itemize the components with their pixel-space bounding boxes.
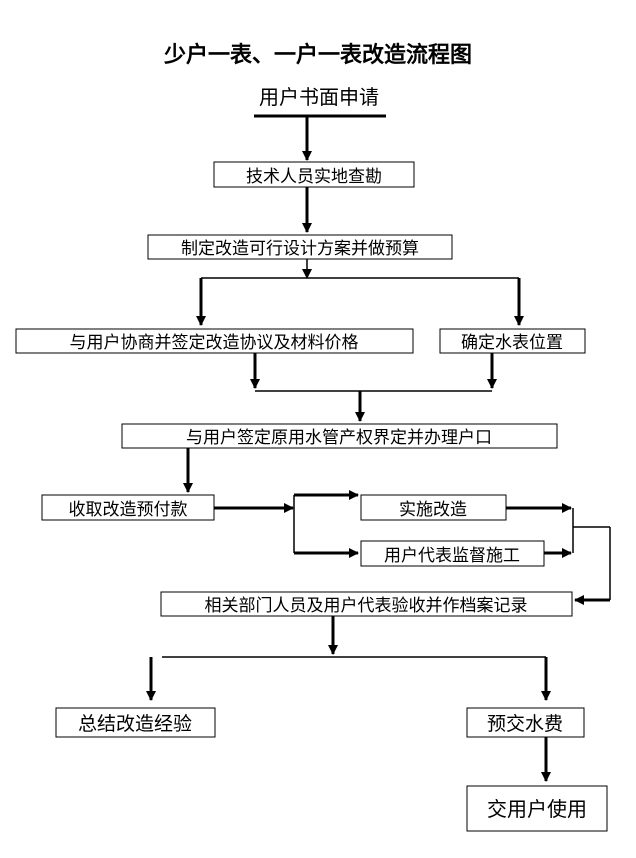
node-meter-position-box bbox=[439, 328, 586, 354]
node-sign-ownership: 与用户签定原用水管产权界定并办理户口 bbox=[186, 428, 492, 448]
node-sign-ownership-box bbox=[121, 423, 558, 449]
node-acceptance: 相关部门人员及用户代表验收并作档案记录 bbox=[205, 596, 528, 616]
node-deliver-box bbox=[466, 785, 608, 832]
node-negotiate-box bbox=[15, 328, 414, 354]
node-plan-box bbox=[147, 234, 453, 260]
diagram-title: 少户一表、一户一表改造流程图 bbox=[163, 42, 472, 68]
node-acceptance-box bbox=[160, 591, 573, 617]
node-plan: 制定改造可行设计方案并做预算 bbox=[181, 239, 419, 259]
node-summary-box bbox=[55, 707, 216, 738]
node-survey: 技术人员实地查勘 bbox=[246, 167, 382, 187]
node-negotiate: 与用户协商并签定改造协议及材料价格 bbox=[70, 333, 359, 353]
node-meter-position: 确定水表位置 bbox=[461, 333, 563, 353]
node-summary: 总结改造经验 bbox=[78, 713, 192, 735]
node-prepay-water-box bbox=[466, 707, 585, 738]
node-implement: 实施改造 bbox=[399, 500, 467, 520]
node-prepay-water: 预交水费 bbox=[487, 713, 563, 735]
node-prepayment: 收取改造预付款 bbox=[69, 500, 188, 520]
node-survey-box bbox=[213, 161, 415, 188]
node-application: 用户书面申请 bbox=[259, 85, 379, 109]
node-deliver: 交用户使用 bbox=[487, 797, 587, 821]
node-supervise: 用户代表监督施工 bbox=[384, 546, 520, 566]
